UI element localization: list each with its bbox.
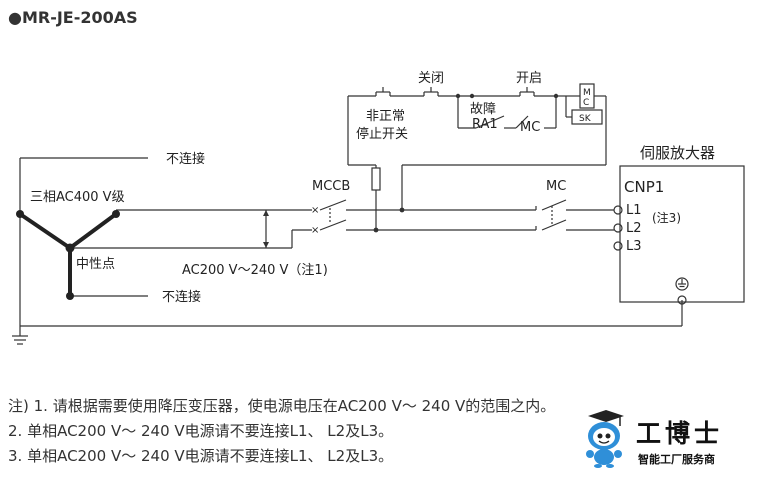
label-l2: L2: [626, 221, 642, 236]
fuse: [371, 167, 381, 191]
label-mccb: MCCB: [312, 179, 350, 194]
label-mc-hold: MC: [520, 120, 540, 135]
label-cnp1: CNP1: [624, 178, 664, 196]
label-l3: L3: [626, 239, 642, 254]
notes: 注) 1. 请根据需要使用降压变压器，使电源电压在AC200 V～ 240 V的…: [8, 394, 555, 469]
label-voltage: AC200 V～240 V（注1): [182, 263, 328, 278]
label-emergency-2: 停止开关: [356, 126, 408, 142]
svg-text:×: ×: [311, 205, 319, 216]
ground-symbol-icon: [675, 277, 689, 291]
power-circuit: × ×: [12, 157, 745, 345]
label-l1: L1: [626, 203, 642, 218]
mc-main-contact: [535, 199, 614, 231]
wiring-diagram: × ×: [12, 71, 745, 345]
terminal-l1: [613, 205, 623, 215]
brand-logo: 工博士 智能工厂服务商: [580, 410, 755, 470]
off-switch: [423, 87, 439, 96]
terminal-pe: [677, 295, 687, 305]
label-close: 关闭: [418, 71, 444, 86]
label-not-connected-top: 不连接: [166, 151, 205, 167]
label-fault: 故障: [470, 102, 496, 117]
label-not-connected-bottom: 不连接: [162, 289, 201, 305]
label-sk: SK: [579, 114, 592, 124]
label-mc-box-m: M: [583, 88, 591, 98]
control-circuit: [347, 83, 607, 168]
note-2: 2. 单相AC200 V～ 240 V电源请不要连接L1、 L2及L3。: [8, 422, 394, 440]
servo-amplifier-box: [619, 165, 745, 303]
note-1: 注) 1. 请根据需要使用降压变压器，使电源电压在AC200 V～ 240 V的…: [8, 397, 556, 415]
model-title: ●MR-JE-200AS: [8, 8, 138, 27]
label-emergency-1: 非正常: [366, 109, 405, 124]
svg-text:×: ×: [311, 225, 319, 236]
on-switch: [519, 87, 535, 96]
note-3: 3. 单相AC200 V～ 240 V电源请不要连接L1、 L2及L3。: [8, 447, 394, 465]
label-neutral: 中性点: [76, 257, 115, 272]
label-three-phase: 三相AC400 V级: [30, 190, 125, 205]
label-open: 开启: [516, 71, 542, 86]
label-mc-main: MC: [546, 179, 566, 194]
logo-title: 工博士: [636, 419, 724, 448]
terminal-l3: [613, 241, 623, 251]
emergency-stop-switch: [375, 87, 391, 96]
mccb-breaker: × ×: [311, 199, 376, 236]
robot-mascot-icon: [586, 410, 624, 468]
label-ra1: RA1: [472, 117, 498, 132]
logo-subtitle: 智能工厂服务商: [638, 453, 715, 466]
label-servo-amp: 伺服放大器: [640, 144, 715, 162]
star-transformer: [16, 210, 120, 300]
label-mc-box-c: C: [583, 98, 589, 108]
terminal-l2: [613, 223, 623, 233]
label-note3: (注3): [652, 210, 681, 225]
